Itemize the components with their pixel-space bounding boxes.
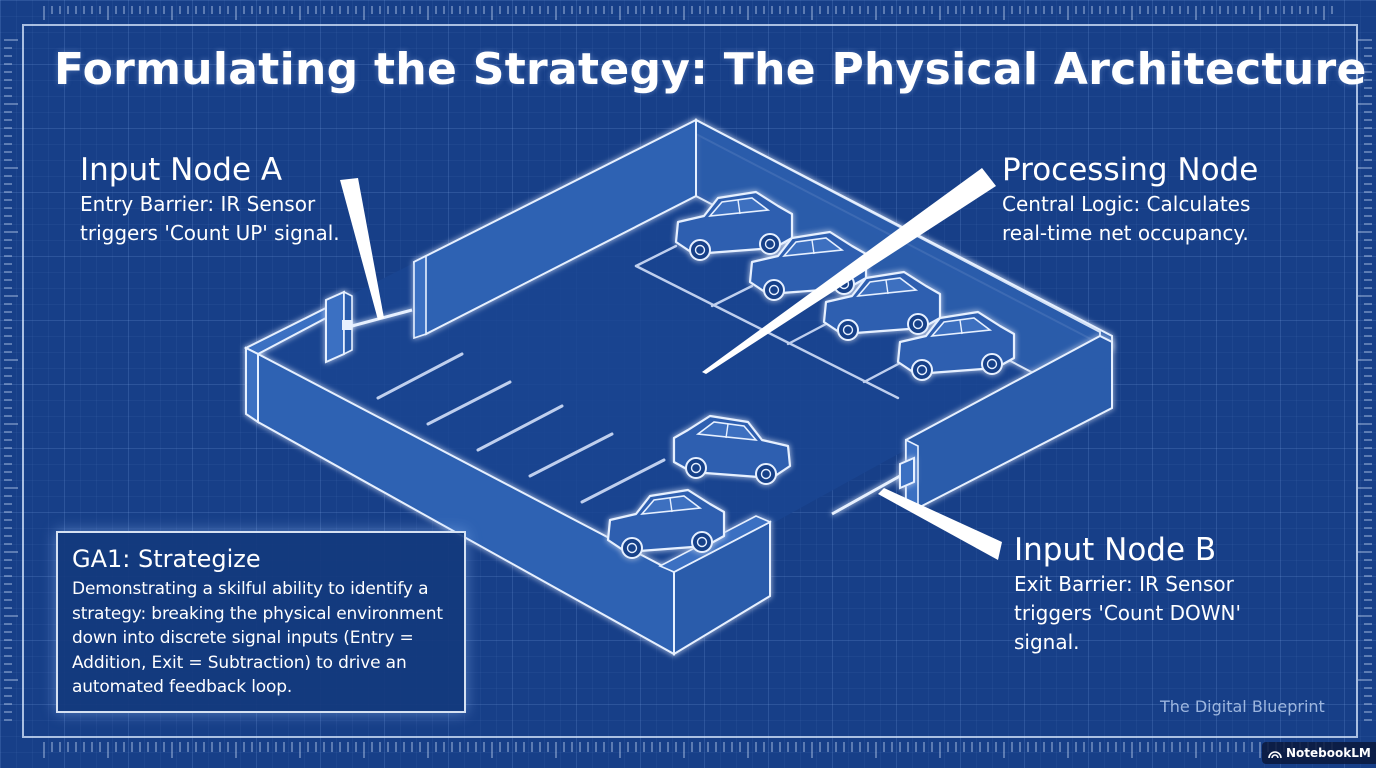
input-node-a-heading: Input Node A [80,152,283,188]
processing-node-label: Processing Node Central Logic: Calculate… [1002,150,1258,248]
lane-markings [376,244,904,504]
input-node-b-desc-1: Exit Barrier: IR Sensor [1014,572,1234,596]
input-node-b-heading: Input Node B [1014,532,1217,568]
processing-node-heading: Processing Node [1002,152,1259,188]
blueprint-frame [22,24,1358,738]
entry-barrier [325,290,413,364]
input-node-b-desc-2: triggers 'Count DOWN' [1014,601,1241,625]
page-title: Formulating the Strategy: The Physical A… [54,44,1367,95]
notebooklm-watermark: NotebookLM [1262,742,1376,764]
input-node-a-desc-2: triggers 'Count UP' signal. [80,221,340,245]
ga1-strategize-callout: GA1: Strategize Demonstrating a skilful … [56,531,466,713]
front-wall [243,306,772,656]
processing-node-desc-1: Central Logic: Calculates [1002,192,1251,216]
pointer-lines [340,168,1002,560]
callout-body: Demonstrating a skilful ability to ident… [72,577,452,700]
callout-line: down into discrete signal inputs (Entry … [72,628,414,648]
callout-line: strategy: breaking the physical environm… [72,603,443,624]
input-node-a-desc-1: Entry Barrier: IR Sensor [80,192,316,216]
exit-barrier [831,456,915,516]
branding-text: The Digital Blueprint [1160,697,1325,716]
watermark-text: NotebookLM [1286,746,1371,760]
callout-line: Addition, Exit = Subtraction) to drive a… [72,652,407,673]
notebooklm-logo-icon [1268,751,1282,759]
callout-line: automated feedback loop. [72,677,293,697]
processing-node-desc-2: real-time net occupancy. [1002,221,1249,245]
input-node-b-desc-3: signal. [1014,630,1080,654]
input-node-a-label: Input Node A Entry Barrier: IR Sensor tr… [80,150,340,248]
callout-line: Demonstrating a skilful ability to ident… [72,579,429,599]
callout-title: GA1: Strategize [72,545,261,573]
input-node-b-label: Input Node B Exit Barrier: IR Sensor tri… [1014,530,1241,657]
